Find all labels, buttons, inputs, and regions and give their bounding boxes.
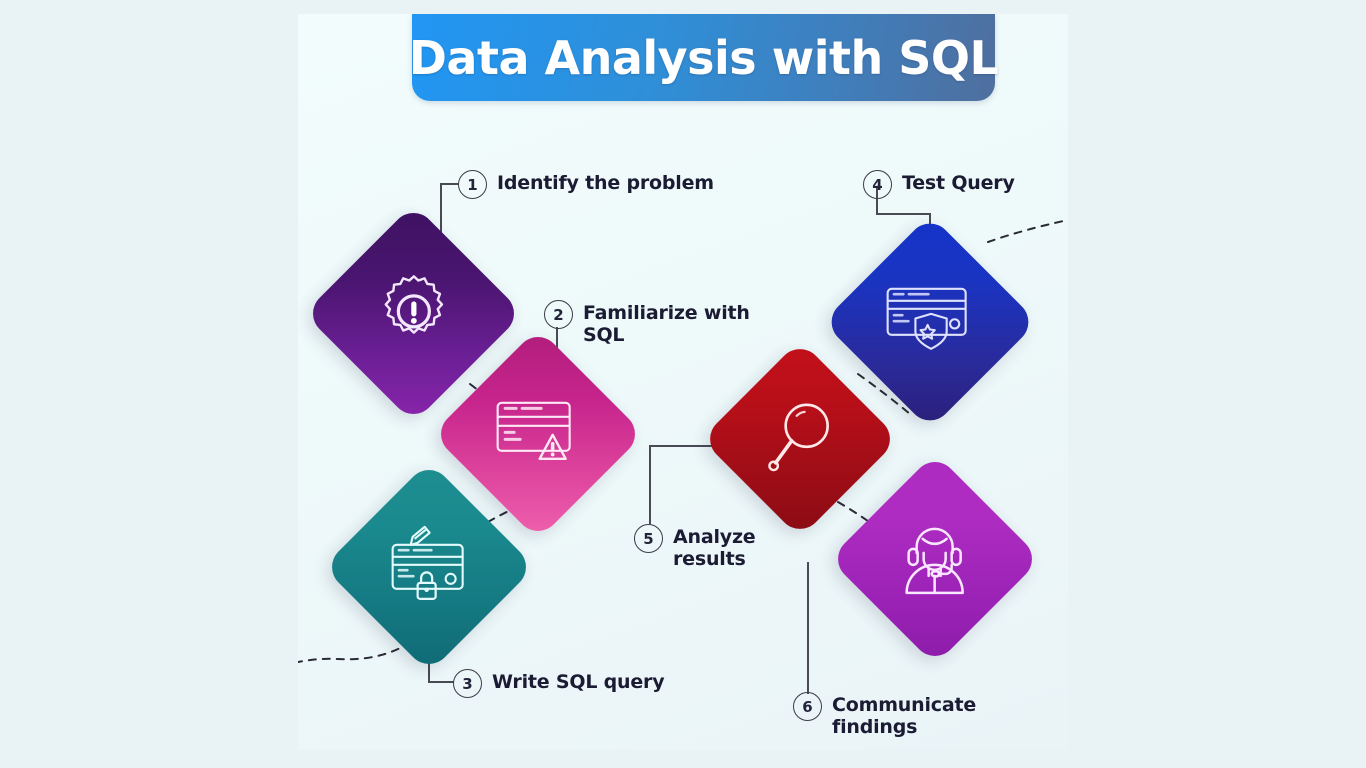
step-callout-6[interactable]: 6 Communicate findings [793,692,976,738]
step-label: Write SQL query [492,671,665,693]
gear-alert-icon [375,272,453,355]
step-callout-4[interactable]: 4 Test Query [863,170,1015,199]
headset-agent-icon [895,519,975,600]
step-tile-3[interactable] [322,460,536,674]
step-callout-5[interactable]: 5 Analyze results [634,524,756,570]
step-number-badge: 4 [863,170,892,199]
step-label: Identify the problem [497,172,714,194]
infographic-canvas: Data Analysis with SQL [298,14,1068,750]
magnifying-glass-icon [764,399,836,480]
step-label: Analyze results [673,526,756,571]
step-tile-5[interactable] [701,340,899,538]
step-callout-2[interactable]: 2 Familiarize with SQL [544,300,750,346]
step-tile-1[interactable] [303,203,524,424]
step-number-badge: 5 [634,524,663,553]
page-title: Data Analysis with SQL [408,30,999,85]
step-label: Familiarize with SQL [583,302,750,347]
window-warning-icon [495,397,581,472]
step-label: Test Query [902,172,1015,194]
step-tile-6[interactable] [828,452,1042,666]
step-number-badge: 2 [544,300,573,329]
step-number-badge: 1 [458,170,487,199]
step-number-badge: 3 [453,669,482,698]
step-callout-3[interactable]: 3 Write SQL query [453,669,665,698]
step-tile-2[interactable] [431,327,645,541]
step-label: Communicate findings [832,694,977,739]
step-number-badge: 6 [793,692,822,721]
title-banner: Data Analysis with SQL [409,14,999,101]
step-callout-1[interactable]: 1 Identify the problem [458,170,714,199]
window-shield-star-icon [884,283,976,362]
window-lock-pencil-icon [385,525,473,610]
step-tile-4[interactable] [822,214,1038,430]
